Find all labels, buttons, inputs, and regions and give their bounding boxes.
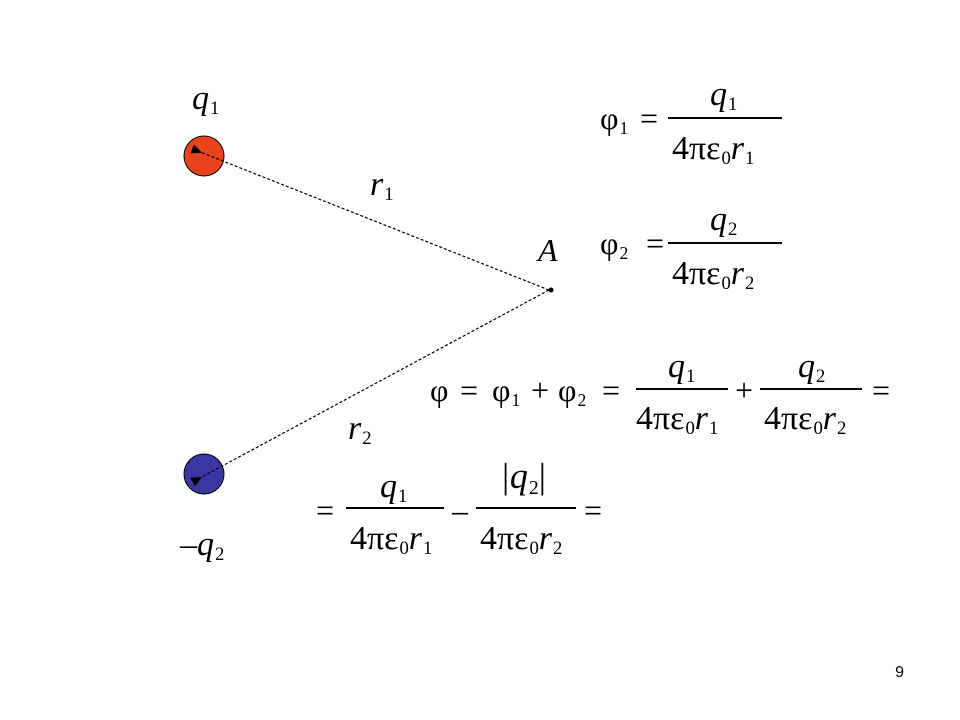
phi2-numerator: q2 [710,201,738,241]
diff-numerator-1: q1 [380,468,408,508]
phi1-denominator: 4πε0r1 [672,130,755,170]
point-a-label: A [538,232,558,268]
phi1-equals: = [640,100,659,136]
point-a-dot [548,287,554,293]
sum-equals-2: = [602,372,621,408]
sum-phi1: φ1 [492,372,521,410]
diff-equals-end: = [584,492,603,528]
sum-numerator-2: q2 [798,348,826,388]
r1-dashed-arrow [190,144,550,291]
diff-numerator-2-abs: |q2| [500,456,547,499]
sum-phi: φ [430,372,449,408]
diff-denominator-2: 4πε0r2 [480,520,563,560]
charge-q2-label: –q2 [180,526,225,566]
sum-numerator-1: q1 [668,348,696,388]
sum-plus-2: + [735,372,754,408]
diff-minus: – [452,492,468,528]
phi1-lhs: φ1 [600,100,629,138]
sum-plus-1: + [531,372,550,408]
page-number: 9 [895,664,904,681]
diff-denominator-1: 4πε0r1 [350,520,433,560]
sum-denominator-1: 4πε0r1 [636,400,719,440]
sum-denominator-2: 4πε0r2 [764,400,847,440]
sum-equals-3: = [872,372,891,408]
charge-q1-label: q1 [192,80,220,120]
r1-label: r1 [370,166,394,206]
phi1-numerator: q1 [710,76,738,116]
phi2-denominator: 4πε0r2 [672,255,755,295]
r2-label: r2 [348,410,372,450]
diff-equals-0: = [316,492,335,528]
phi2-equals: = [646,225,665,261]
sum-equals-1: = [460,372,479,408]
phi2-lhs: φ2 [600,225,629,263]
sum-phi2: φ2 [558,372,587,410]
charge-q1-circle [183,135,225,177]
charge-q2-circle [183,453,225,495]
r2-dashed-arrow [190,289,550,487]
